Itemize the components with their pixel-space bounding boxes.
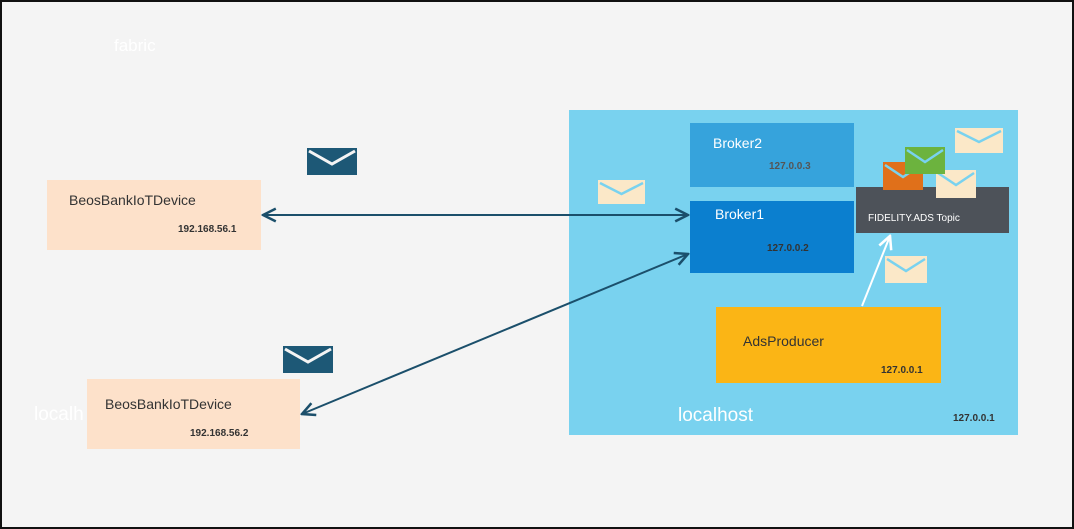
device-2-name: BeosBankIoTDevice [105, 396, 232, 412]
envelope-icon [283, 346, 333, 373]
device-box-2: BeosBankIoTDevice 192.168.56.2 [87, 379, 300, 449]
producer-ip: 127.0.0.1 [881, 365, 923, 376]
device2-broker1-arrow [302, 254, 688, 414]
producer-topic-arrow [861, 236, 890, 307]
envelope-icon [885, 256, 927, 283]
broker1-box: Broker1 127.0.0.2 [690, 201, 854, 273]
envelope-icon [955, 128, 1003, 153]
broker2-ip: 127.0.0.3 [769, 161, 811, 172]
broker1-name: Broker1 [715, 206, 765, 222]
device-1-name: BeosBankIoTDevice [69, 192, 196, 208]
envelope-icon [936, 170, 976, 198]
broker1-ip: 127.0.0.2 [767, 243, 809, 254]
envelope-icon [905, 147, 945, 174]
producer-box: AdsProducer 127.0.0.1 [716, 307, 941, 383]
localhost-ip: 127.0.0.1 [953, 413, 995, 424]
localh-label: localh [34, 404, 84, 425]
producer-name: AdsProducer [743, 333, 824, 349]
device-1-ip: 192.168.56.1 [178, 224, 237, 235]
broker2-name: Broker2 [713, 135, 763, 151]
topic-name: FIDELITY.ADS Topic [868, 213, 960, 224]
envelope-icon [307, 148, 357, 175]
topic-box: FIDELITY.ADS Topic [856, 187, 1009, 233]
fabric-label: fabric [114, 36, 156, 55]
device-2-ip: 192.168.56.2 [190, 428, 249, 439]
localhost-label: localhost [678, 405, 753, 426]
broker2-box: Broker2 127.0.0.3 [690, 123, 854, 187]
device-box-1: BeosBankIoTDevice 192.168.56.1 [47, 180, 261, 250]
envelope-icon [598, 180, 645, 204]
